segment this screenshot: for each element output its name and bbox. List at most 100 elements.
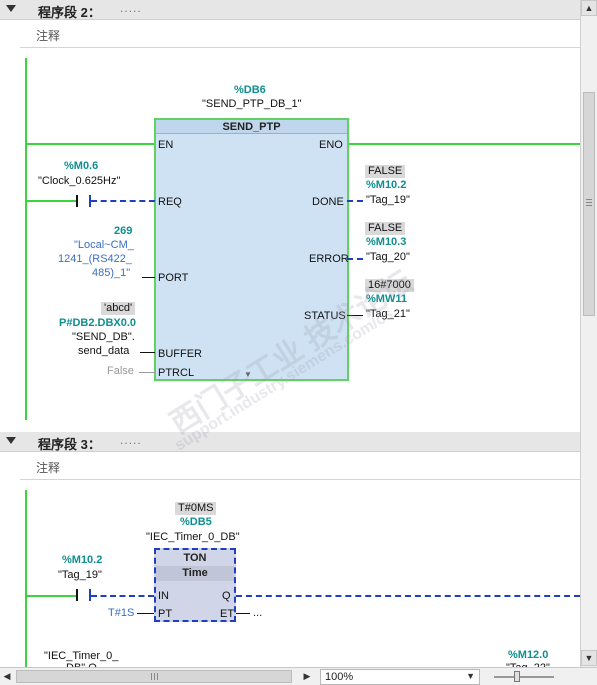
- port-wire: [142, 277, 155, 278]
- port-name-line3[interactable]: 485)_1": [92, 267, 131, 279]
- req-wire-left: [26, 200, 76, 202]
- send-ptp-db-address: %DB6: [234, 84, 266, 96]
- status-value: 16#7000: [365, 279, 414, 292]
- done-wire: [347, 200, 363, 202]
- pin-port: PORT: [158, 272, 189, 284]
- ton-pin-pt: PT: [158, 608, 173, 620]
- buffer-name-line1[interactable]: "SEND_DB".: [72, 331, 135, 343]
- status-name[interactable]: "Tag_21": [366, 308, 410, 320]
- error-value: FALSE: [365, 222, 406, 235]
- vertical-scroll-thumb[interactable]: [583, 92, 595, 316]
- scroll-down-icon[interactable]: ▼: [581, 650, 597, 666]
- send-ptp-block[interactable]: SEND_PTP ▼: [154, 118, 349, 381]
- ton-preset-display: T#0MS: [175, 502, 217, 515]
- eno-wire: [347, 143, 580, 145]
- expand-chevron-icon[interactable]: ▼: [244, 370, 252, 379]
- error-name[interactable]: "Tag_20": [366, 251, 410, 263]
- pin-eno: ENO: [319, 139, 343, 151]
- status-address[interactable]: %MW11: [366, 293, 407, 305]
- ton-in-wire-left: [26, 595, 76, 597]
- error-wire: [347, 258, 363, 260]
- ton-db-address: %DB5: [180, 516, 212, 528]
- req-tag-name[interactable]: "Clock_0.625Hz": [38, 175, 121, 187]
- status-wire: [347, 315, 363, 316]
- port-value: 269: [114, 225, 133, 237]
- buffer-name-line2[interactable]: send_data: [78, 345, 130, 357]
- req-wire-right: [91, 200, 155, 202]
- segment-3-comment[interactable]: 注释: [20, 452, 580, 480]
- ton-in-tag-address[interactable]: %M10.2: [62, 554, 103, 566]
- ton-et-wire: [236, 613, 250, 614]
- grip-line: [154, 673, 155, 680]
- pin-req: REQ: [158, 196, 182, 208]
- ton-in-wire-right: [91, 595, 154, 597]
- pin-error: ERROR: [309, 253, 349, 265]
- horizontal-scrollbar[interactable]: ◀ ▶ 100% ▼: [0, 667, 597, 685]
- power-rail-left-seg3: [25, 490, 27, 667]
- done-address[interactable]: %M10.2: [366, 179, 407, 191]
- bottom-right-address[interactable]: %M12.0: [508, 649, 549, 661]
- zoom-value: 100%: [325, 671, 354, 683]
- port-name-line2[interactable]: 1241_(RS422_: [58, 253, 133, 265]
- ton-pt-wire: [137, 613, 154, 614]
- buffer-value: 'abcd': [101, 302, 136, 315]
- ton-in-contact-left-bar[interactable]: [76, 589, 78, 601]
- pin-done: DONE: [312, 196, 344, 208]
- ton-pin-q: Q: [222, 590, 231, 602]
- scroll-left-icon[interactable]: ◀: [3, 671, 11, 681]
- zoom-slider-handle[interactable]: [514, 671, 520, 682]
- ptrcl-value[interactable]: False: [107, 365, 134, 377]
- grip-line: [586, 202, 592, 203]
- collapse-triangle-icon[interactable]: [6, 437, 16, 444]
- ton-in-tag-name[interactable]: "Tag_19": [58, 569, 102, 581]
- ton-pin-in: IN: [158, 590, 169, 602]
- req-contact-left-bar[interactable]: [76, 195, 78, 207]
- chevron-down-icon[interactable]: ▼: [466, 671, 475, 681]
- scroll-right-icon[interactable]: ▶: [303, 671, 311, 681]
- grip-line: [151, 673, 152, 680]
- segment-3-header[interactable]: 程序段 3： .....: [0, 432, 580, 452]
- segment-2-title-dots: .....: [120, 1, 142, 15]
- ton-pin-et: ET: [220, 608, 235, 620]
- segment-2-title: 程序段 2：: [38, 5, 101, 20]
- en-wire: [26, 143, 155, 145]
- scroll-up-icon[interactable]: ▲: [581, 0, 597, 16]
- bottom-left-label-line1[interactable]: "IEC_Timer_0_: [44, 650, 119, 662]
- port-name-line1[interactable]: "Local~CM_: [74, 239, 134, 251]
- comment-label: 注释: [36, 29, 61, 43]
- ton-title: TON: [183, 552, 207, 564]
- segment-2-header[interactable]: 程序段 2： .....: [0, 0, 580, 20]
- zoom-slider-track[interactable]: [494, 676, 554, 678]
- ptrcl-wire: [139, 372, 155, 373]
- grip-line: [157, 673, 158, 680]
- grip-line: [586, 199, 592, 200]
- ton-subtitle: Time: [156, 566, 234, 581]
- pin-status: STATUS: [304, 310, 346, 322]
- ton-in-contact-right-bar[interactable]: [89, 589, 91, 601]
- ton-et-value[interactable]: ...: [253, 607, 263, 619]
- buffer-address[interactable]: P#DB2.DBX0.0: [59, 317, 137, 329]
- req-contact-right-bar[interactable]: [89, 195, 91, 207]
- segment-2-comment[interactable]: 注释: [20, 20, 580, 48]
- ton-q-wire: [236, 595, 580, 597]
- grip-line: [586, 205, 592, 206]
- error-address[interactable]: %M10.3: [366, 236, 407, 248]
- vertical-scrollbar[interactable]: ▲ ▼: [580, 0, 597, 667]
- ton-block[interactable]: TON Time: [154, 548, 236, 622]
- comment-label: 注释: [36, 461, 61, 475]
- pin-en: EN: [158, 139, 174, 151]
- collapse-triangle-icon[interactable]: [6, 5, 16, 12]
- done-name[interactable]: "Tag_19": [366, 194, 410, 206]
- zoom-select[interactable]: 100% ▼: [320, 669, 480, 685]
- power-rail-left: [25, 58, 27, 420]
- send-ptp-title: SEND_PTP: [156, 120, 347, 134]
- horizontal-scroll-thumb[interactable]: [16, 670, 292, 683]
- req-tag-address[interactable]: %M0.6: [64, 160, 99, 172]
- pin-buffer: BUFFER: [158, 348, 202, 360]
- pin-ptrcl: PTRCL: [158, 367, 195, 379]
- send-ptp-db-name: "SEND_PTP_DB_1": [202, 98, 302, 110]
- ton-pt-value[interactable]: T#1S: [108, 607, 135, 619]
- buffer-wire: [140, 352, 155, 353]
- done-value: FALSE: [365, 165, 406, 178]
